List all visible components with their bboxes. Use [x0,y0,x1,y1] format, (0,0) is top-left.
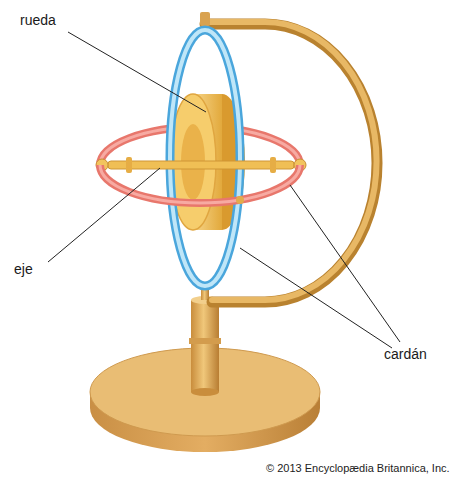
leader-line [290,185,400,342]
leader-lines [48,32,400,348]
leader-line [48,168,160,262]
axle [96,157,306,173]
outer-gimbal-light [170,30,240,286]
part-label: eje [14,261,33,277]
pedestal-column [191,300,219,392]
copyright-note: © 2013 Encyclopædia Britannica, Inc. [266,462,450,475]
part-label: rueda [20,12,56,28]
gimbal-pivot [236,196,244,204]
pedestal-foot [191,388,219,396]
outer-gimbal [170,30,240,286]
inner-gimbal-front [100,165,300,203]
inner-gimbal-front-light [100,165,300,203]
axle-collar [270,157,276,173]
top-pivot [200,12,210,26]
axle-collar [126,157,132,173]
axle-bar [108,161,294,169]
leader-line [240,248,392,348]
pedestal-collar [189,338,221,344]
part-label: cardán [384,346,427,362]
leader-line [68,32,206,112]
